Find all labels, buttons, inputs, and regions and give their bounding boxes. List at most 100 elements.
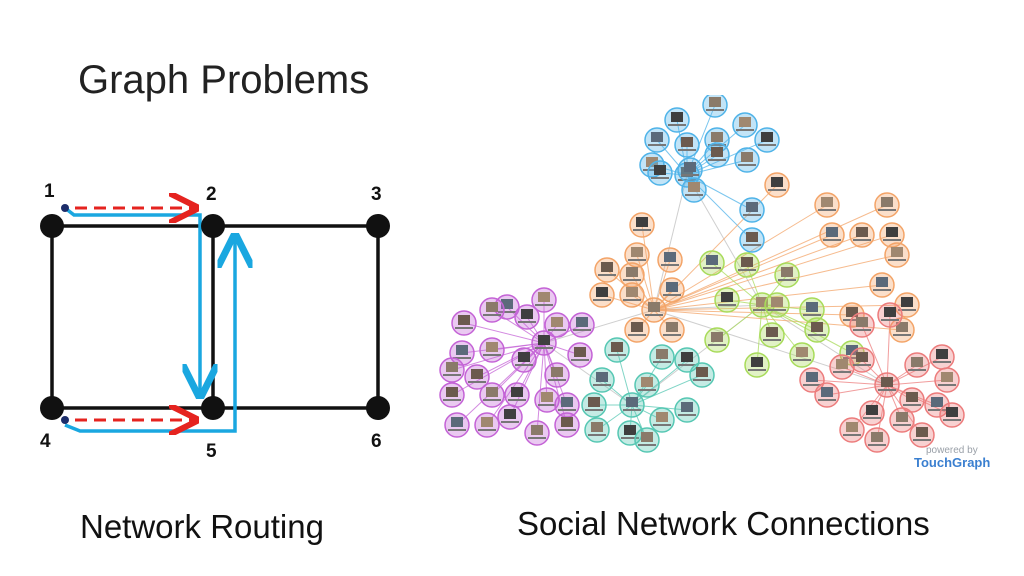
profile-node[interactable] — [657, 247, 683, 273]
profile-node[interactable] — [534, 387, 560, 413]
profile-node[interactable] — [704, 142, 730, 168]
profile-node[interactable] — [879, 222, 905, 248]
profile-node[interactable] — [664, 107, 690, 133]
network-routing-diagram: 1 2 3 4 5 6 — [40, 181, 390, 462]
profile-node[interactable] — [649, 344, 675, 370]
profile-node[interactable] — [839, 417, 865, 443]
profile-node[interactable] — [569, 312, 595, 338]
profile-node[interactable] — [479, 297, 505, 323]
profile-node[interactable] — [624, 317, 650, 343]
profile-node[interactable] — [439, 357, 465, 383]
profile-node[interactable] — [531, 330, 557, 356]
profile-node[interactable] — [929, 344, 955, 370]
profile-node[interactable] — [511, 347, 537, 373]
profile-node[interactable] — [464, 364, 490, 390]
profile-node[interactable] — [789, 342, 815, 368]
profile-node[interactable] — [674, 397, 700, 423]
profile-node[interactable] — [531, 287, 557, 313]
profile-node[interactable] — [474, 412, 500, 438]
profile-node[interactable] — [899, 387, 925, 413]
profile-node[interactable] — [939, 402, 965, 428]
member-link — [486, 342, 545, 426]
profile-node[interactable] — [554, 412, 580, 438]
profile-node[interactable] — [689, 362, 715, 388]
profile-node[interactable] — [674, 132, 700, 158]
profile-node[interactable] — [759, 322, 785, 348]
profile-node[interactable] — [544, 362, 570, 388]
profile-node[interactable] — [567, 342, 593, 368]
profile-node[interactable] — [804, 317, 830, 343]
profile-node[interactable] — [659, 317, 685, 343]
profile-node[interactable] — [774, 262, 800, 288]
profile-node[interactable] — [584, 417, 610, 443]
profile-node[interactable] — [734, 252, 760, 278]
profile-node[interactable] — [589, 282, 615, 308]
profile-node[interactable] — [644, 127, 670, 153]
profile-node[interactable] — [444, 412, 470, 438]
profile-node[interactable] — [799, 297, 825, 323]
profile-node[interactable] — [744, 352, 770, 378]
profile-node[interactable] — [739, 197, 765, 223]
profile-node[interactable] — [869, 272, 895, 298]
profile-node[interactable] — [819, 222, 845, 248]
profile-node[interactable] — [704, 327, 730, 353]
profile-node[interactable] — [619, 392, 645, 418]
profile-node[interactable] — [889, 407, 915, 433]
profile-node[interactable] — [764, 172, 790, 198]
profile-node[interactable] — [604, 337, 630, 363]
profile-node[interactable] — [647, 160, 673, 186]
node-label-3: 3 — [371, 184, 382, 205]
profile-node[interactable] — [594, 257, 620, 283]
profile-node[interactable] — [714, 287, 740, 313]
profile-node[interactable] — [732, 112, 758, 138]
profile-node[interactable] — [479, 382, 505, 408]
profile-node[interactable] — [497, 404, 523, 430]
profile-node[interactable] — [619, 282, 645, 308]
profile-node[interactable] — [634, 427, 660, 453]
profile-node[interactable] — [814, 382, 840, 408]
profile-node[interactable] — [874, 192, 900, 218]
profile-node[interactable] — [829, 354, 855, 380]
profile-node[interactable] — [924, 392, 950, 418]
profile-node[interactable] — [849, 312, 875, 338]
node-1 — [40, 214, 64, 238]
profile-node[interactable] — [589, 367, 615, 393]
profile-node[interactable] — [641, 297, 667, 323]
profile-node[interactable] — [864, 427, 890, 453]
member-link — [653, 204, 888, 311]
profile-node[interactable] — [739, 227, 765, 253]
profile-node[interactable] — [884, 242, 910, 268]
profile-node[interactable] — [514, 304, 540, 330]
profile-node[interactable] — [681, 177, 707, 203]
profile-node[interactable] — [659, 277, 685, 303]
profile-node[interactable] — [524, 420, 550, 446]
node-label-1: 1 — [44, 181, 55, 202]
profile-node[interactable] — [554, 392, 580, 418]
profile-node[interactable] — [629, 212, 655, 238]
profile-node[interactable] — [479, 337, 505, 363]
profile-node[interactable] — [849, 222, 875, 248]
profile-node[interactable] — [734, 147, 760, 173]
profile-node[interactable] — [754, 127, 780, 153]
profile-node[interactable] — [877, 302, 903, 328]
profile-node[interactable] — [699, 250, 725, 276]
profile-node[interactable] — [874, 372, 900, 398]
profile-node[interactable] — [624, 242, 650, 268]
profile-node[interactable] — [649, 407, 675, 433]
profile-node[interactable] — [634, 372, 660, 398]
profile-node[interactable] — [849, 347, 875, 373]
profile-node[interactable] — [439, 382, 465, 408]
profile-node[interactable] — [904, 352, 930, 378]
member-link — [861, 324, 888, 386]
profile-node[interactable] — [451, 310, 477, 336]
profile-node[interactable] — [814, 192, 840, 218]
profile-node[interactable] — [544, 312, 570, 338]
profile-node[interactable] — [859, 400, 885, 426]
node-4 — [40, 396, 64, 420]
profile-node[interactable] — [702, 95, 728, 118]
profile-node[interactable] — [504, 382, 530, 408]
profile-node[interactable] — [934, 367, 960, 393]
profile-node[interactable] — [764, 292, 790, 318]
profile-node[interactable] — [909, 422, 935, 448]
profile-node[interactable] — [581, 392, 607, 418]
